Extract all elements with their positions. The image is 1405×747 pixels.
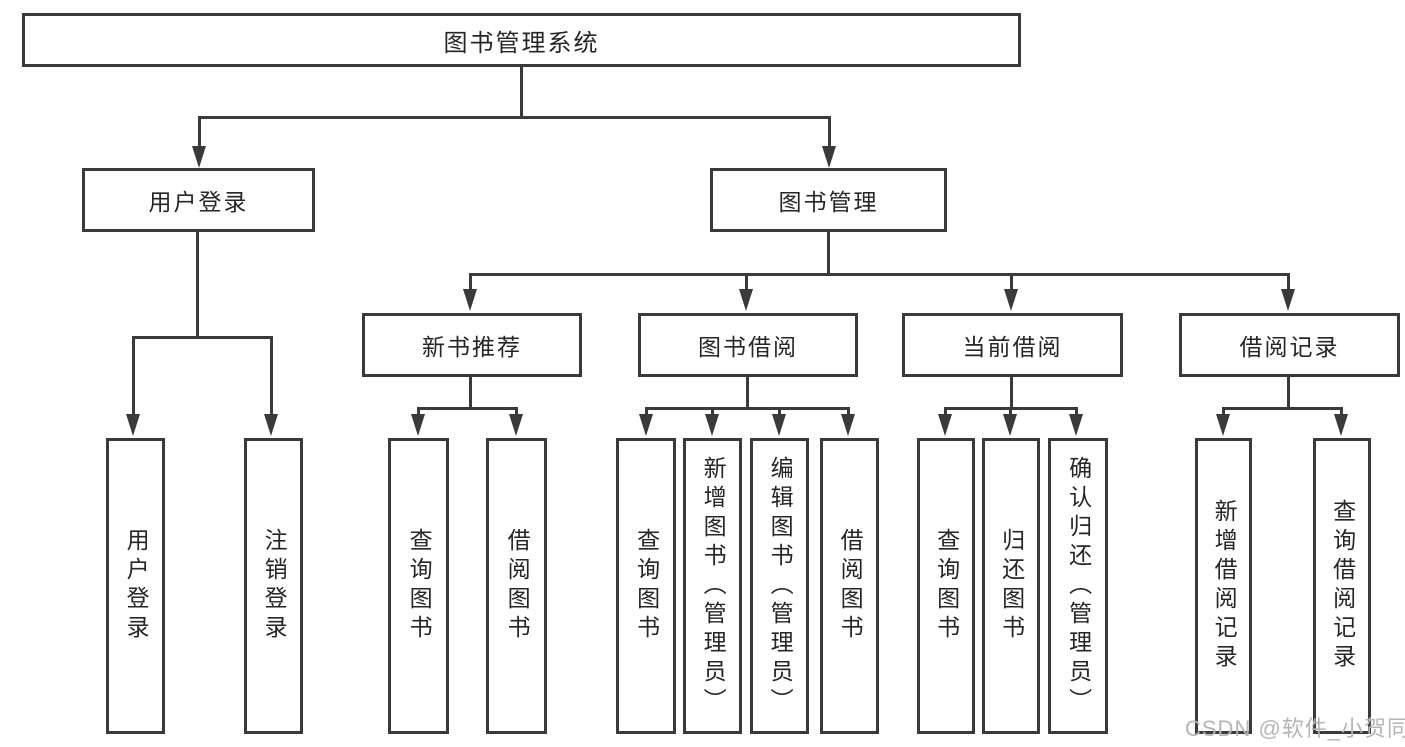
connector-drop-book-mgmt	[828, 116, 831, 149]
connector-drop-leaf-user-login	[132, 336, 135, 414]
node-root-label: 图书管理系统	[443, 29, 600, 57]
leaf-query-books-3: 查询图书	[917, 438, 975, 734]
node-user-login-branch-label: 用户登录	[148, 189, 249, 215]
csdn-watermark: CSDN @软件_小贺同学	[1185, 716, 1405, 741]
node-new-book-recommend-label: 新书推荐	[422, 334, 522, 360]
node-root: 图书管理系统	[22, 13, 1021, 67]
connector-newbook-stem	[469, 377, 472, 410]
connector-drop	[1075, 407, 1078, 415]
connector-drop	[417, 407, 420, 415]
arrow-down-icon	[1004, 289, 1018, 311]
connector-drop	[711, 407, 714, 415]
arrow-down-icon	[463, 289, 477, 311]
leaf-logout: 注销登录	[244, 438, 303, 734]
connector-bookborrow-stem	[746, 377, 749, 410]
node-borrowing-records: 借阅记录	[1179, 313, 1400, 377]
leaf-user-login-label: 用户登录	[123, 528, 150, 644]
node-book-management-branch-label: 图书管理	[778, 189, 879, 215]
leaf-add-books-admin: 新增图书（管理员）	[683, 438, 742, 734]
leaf-add-borrow-record-label: 新增借阅记录	[1211, 499, 1238, 673]
arrow-down-icon	[264, 414, 278, 436]
connector-drop	[1340, 407, 1343, 415]
connector-root-bar	[198, 116, 831, 119]
leaf-edit-books-admin: 编辑图书（管理员）	[750, 438, 809, 734]
leaf-query-borrow-record: 查询借阅记录	[1313, 438, 1371, 734]
arrow-down-icon	[739, 289, 753, 311]
leaf-add-books-admin-label: 新增图书（管理员）	[700, 455, 727, 717]
node-book-management-branch: 图书管理	[710, 168, 947, 232]
node-book-borrowing-label: 图书借阅	[698, 334, 798, 360]
leaf-query-books-1: 查询图书	[388, 438, 449, 734]
node-user-login-branch: 用户登录	[82, 168, 315, 232]
connector-bookmgmt-stem	[827, 232, 830, 276]
leaf-borrow-books-1: 借阅图书	[486, 438, 547, 734]
node-current-borrowing: 当前借阅	[902, 313, 1123, 377]
leaf-query-books-3-label: 查询图书	[933, 528, 960, 644]
arrow-down-icon	[705, 414, 719, 436]
leaf-return-books-label: 归还图书	[998, 528, 1025, 644]
connector-bookborrow-bar	[645, 407, 850, 410]
node-current-borrowing-label: 当前借阅	[962, 334, 1063, 360]
arrow-down-icon	[411, 414, 425, 436]
arrow-down-icon	[1069, 414, 1083, 436]
leaf-query-books-2: 查询图书	[616, 438, 676, 734]
leaf-query-borrow-record-label: 查询借阅记录	[1329, 499, 1356, 673]
connector-newbook-bar	[417, 407, 518, 410]
node-book-borrowing: 图书借阅	[638, 313, 858, 377]
leaf-borrow-books-2-label: 借阅图书	[837, 528, 864, 644]
connector-drop	[645, 407, 648, 415]
connector-drop-borrow-record	[1287, 273, 1290, 291]
arrow-down-icon	[126, 414, 140, 436]
connector-root-stem	[520, 67, 523, 119]
connector-drop-book-borrow	[745, 273, 748, 291]
connector-drop-leaf-logout	[270, 336, 273, 414]
node-new-book-recommend: 新书推荐	[362, 313, 582, 377]
node-borrowing-records-label: 借阅记录	[1239, 334, 1340, 360]
arrow-down-icon	[1281, 289, 1295, 311]
leaf-edit-books-admin-label: 编辑图书（管理员）	[767, 455, 794, 717]
connector-drop	[847, 407, 850, 415]
connector-drop	[1009, 407, 1012, 415]
connector-drop	[515, 407, 518, 415]
arrow-down-icon	[509, 414, 523, 436]
leaf-logout-label: 注销登录	[261, 528, 288, 644]
arrow-down-icon	[841, 414, 855, 436]
leaf-add-borrow-record: 新增借阅记录	[1195, 438, 1252, 734]
connector-borrowrecord-bar	[1222, 407, 1342, 410]
leaf-confirm-return-admin-label: 确认归还（管理员）	[1065, 455, 1092, 717]
leaf-confirm-return-admin: 确认归还（管理员）	[1048, 438, 1108, 734]
connector-bookmgmt-bar	[469, 273, 1290, 276]
arrow-down-icon	[822, 146, 836, 168]
leaf-query-books-2-label: 查询图书	[633, 528, 660, 644]
connector-drop	[944, 407, 947, 415]
arrow-down-icon	[938, 414, 952, 436]
connector-drop-user-login	[198, 116, 201, 149]
connector-userlogin-bar	[132, 336, 273, 339]
arrow-down-icon	[1216, 414, 1230, 436]
leaf-borrow-books-1-label: 借阅图书	[504, 528, 531, 644]
leaf-user-login: 用户登录	[106, 438, 165, 734]
connector-borrowrecord-stem	[1287, 377, 1290, 410]
leaf-return-books: 归还图书	[982, 438, 1040, 734]
connector-drop	[778, 407, 781, 415]
connector-drop-current-borrow	[1010, 273, 1013, 291]
arrow-down-icon	[1334, 414, 1348, 436]
arrow-down-icon	[639, 414, 653, 436]
leaf-query-books-1-label: 查询图书	[406, 528, 433, 644]
connector-currentborrow-stem	[1010, 377, 1013, 410]
connector-drop-new-book	[469, 273, 472, 291]
connector-drop	[1222, 407, 1225, 415]
leaf-borrow-books-2: 借阅图书	[820, 438, 879, 734]
arrow-down-icon	[1003, 414, 1017, 436]
arrow-down-icon	[192, 146, 206, 168]
connector-userlogin-stem	[196, 232, 199, 339]
arrow-down-icon	[772, 414, 786, 436]
